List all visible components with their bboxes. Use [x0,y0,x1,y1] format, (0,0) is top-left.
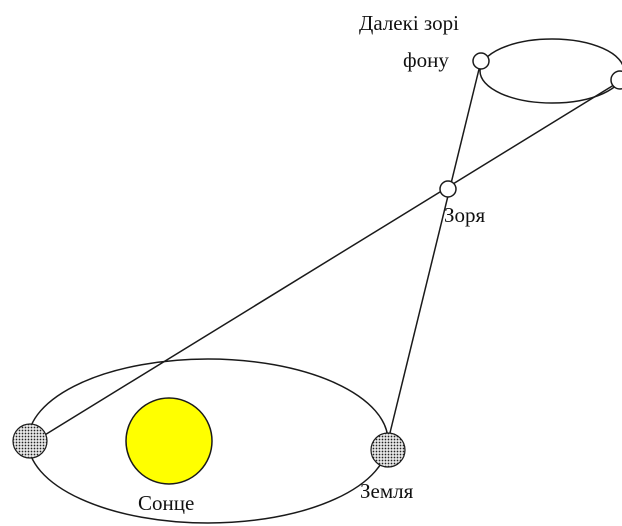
earth-label: Земля [360,479,414,503]
background-stars-label-line1: Далекі зорі [359,11,459,35]
sight-line-left [34,79,622,442]
sun-label: Сонце [138,491,194,515]
star-icon [439,180,457,198]
background-orbit [479,38,622,104]
sight-line-right [387,60,482,442]
star-label: Зоря [444,203,486,227]
background-star-icon-left [472,52,490,70]
earth-icon [370,432,406,468]
sun-icon [125,397,213,485]
background-star-icon-right [610,70,622,90]
earth-icon-left [12,423,48,459]
background-stars-label-line2: фону [403,48,449,72]
